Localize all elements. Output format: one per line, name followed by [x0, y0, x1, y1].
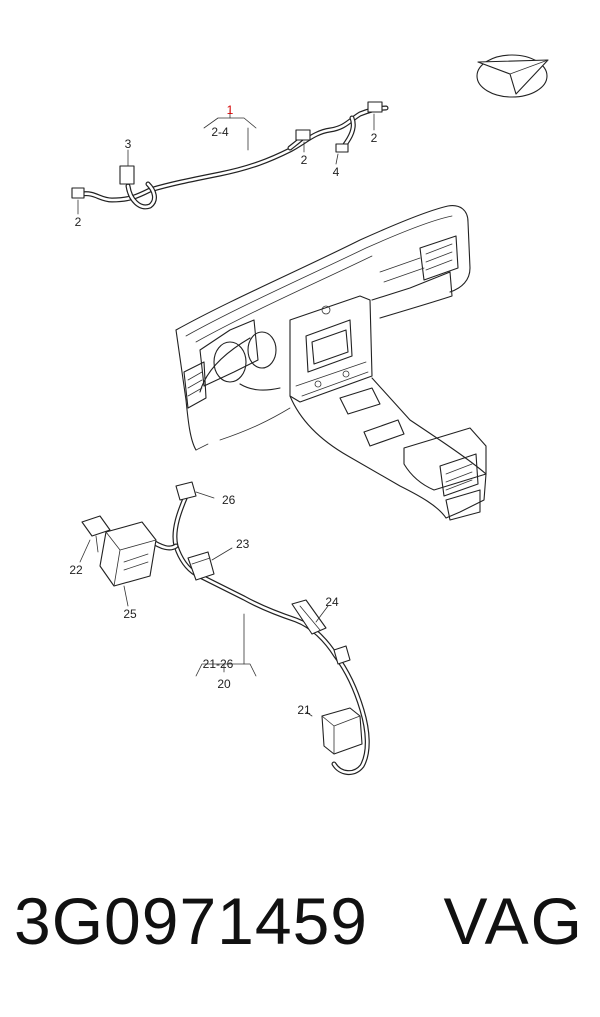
callout-3: 3	[125, 137, 132, 151]
brand-label: VAG	[443, 884, 584, 958]
callout-2-left: 2	[75, 215, 82, 229]
lower-wiring-harness	[79, 481, 370, 775]
callout-23: 23	[236, 537, 250, 551]
callout-4: 4	[333, 165, 340, 179]
callout-25: 25	[123, 607, 137, 621]
callout-2-right: 2	[371, 131, 378, 145]
parts-diagram: 1 2-4 3 2 2 4 2	[69, 54, 549, 775]
connector-2-left-icon	[71, 187, 85, 199]
lower-group-range: 21-26	[203, 657, 234, 671]
connector-2-right-icon	[367, 101, 383, 113]
highlight-callout: 1	[227, 103, 234, 117]
callout-26: 26	[222, 493, 236, 507]
bracket-22-icon	[81, 515, 111, 537]
connector-4-icon	[335, 143, 349, 153]
callout-2-mid: 2	[301, 153, 308, 167]
upper-wiring-harness	[71, 101, 389, 215]
direction-arrow-icon	[476, 54, 549, 98]
lower-group-label: 20	[217, 677, 231, 691]
callout-24: 24	[325, 595, 339, 609]
connector-25-icon	[99, 521, 157, 587]
dashboard-illustration	[175, 205, 487, 521]
connector-21-icon	[321, 707, 363, 755]
connector-3-icon	[119, 165, 135, 185]
connector-2-mid-icon	[295, 129, 311, 141]
callout-21: 21	[297, 703, 311, 717]
clip-26-icon	[175, 481, 197, 501]
part-number: 3G0971459	[14, 884, 368, 958]
infotainment-screen	[305, 319, 353, 373]
callout-22: 22	[69, 563, 83, 577]
sleeve-icon	[333, 645, 351, 665]
upper-group-label: 2-4	[211, 125, 229, 139]
clip-23-icon	[187, 551, 215, 581]
